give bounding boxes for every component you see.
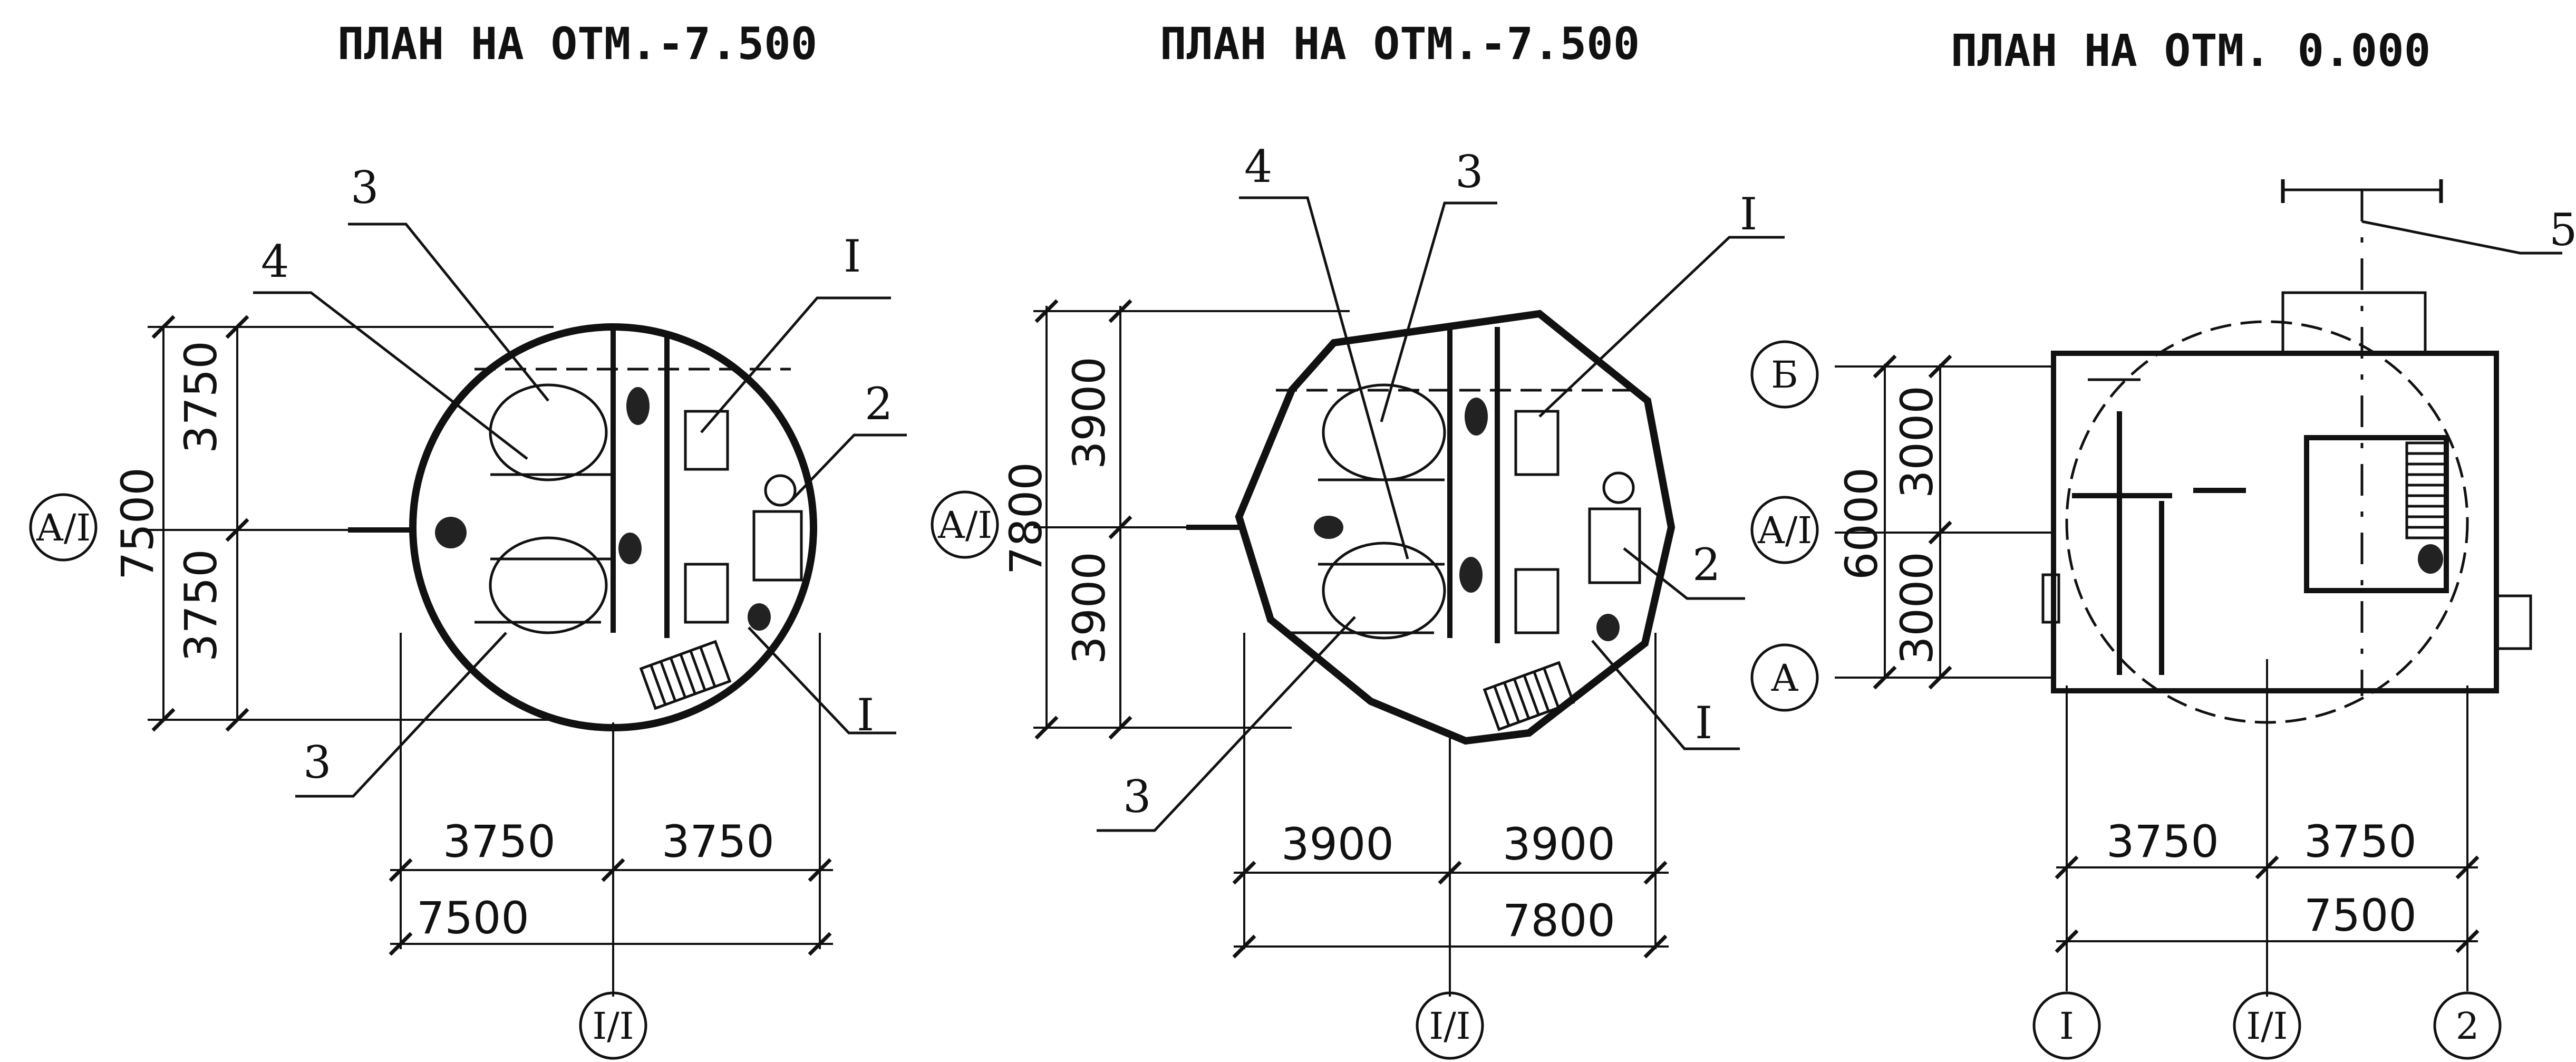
plan1-hatch — [626, 387, 650, 425]
plan2-stair — [1483, 661, 1575, 731]
plan2-tank-lower — [1322, 542, 1446, 640]
plan3-hatch — [2418, 544, 2443, 574]
plan1-tank-upper — [489, 383, 608, 481]
plan3-axis-bottom-1: I — [2059, 1005, 2074, 1048]
plan3-axis-bottom-3-bubble — [2433, 991, 2502, 1060]
plan2-axis-bottom: I/I — [1429, 1005, 1471, 1048]
plan1-dim-h-right: 3750 — [662, 816, 774, 867]
plan2-callout-3-top: 3 — [1455, 146, 1483, 198]
plan1-pump — [764, 474, 797, 507]
plan1-pump-base — [752, 510, 803, 582]
plan2-callout-3-bottom: 3 — [1123, 771, 1151, 823]
plan3-vestibule — [2281, 291, 2427, 353]
plan1-hatch — [748, 603, 771, 631]
plan1-callout-I-top: I — [844, 230, 861, 282]
plan3-dim-v-bottom: 3000 — [1891, 552, 1943, 664]
plan3-axis-top: Б — [1771, 353, 1798, 397]
plan3-stair — [2405, 441, 2448, 539]
plan1-stair — [639, 640, 732, 710]
plan1-equipment-upper — [684, 410, 729, 471]
plan3-dim-h-right: 3750 — [2304, 816, 2417, 867]
plan1-callout-4: 4 — [261, 236, 289, 287]
plan3-annex — [2496, 594, 2532, 650]
plan2-dim-v-bottom: 3900 — [1063, 552, 1115, 664]
plan1-hatch — [618, 533, 642, 564]
plan2-equipment-upper — [1514, 410, 1560, 476]
plan1-dim-v-top: 3750 — [175, 341, 227, 453]
plan3-axis-bottom-2-bubble — [2233, 991, 2301, 1060]
plan1-dim-v-total: 7500 — [112, 467, 163, 580]
plan2: 3900 3900 7800 А/I 3900 3900 7800 I/I 4 … — [931, 141, 1785, 1060]
plan3-title: ПЛАН НА ОТМ. 0.000 — [1951, 25, 2430, 76]
plan2-axis-left-bubble — [931, 490, 999, 559]
plan1: 3750 3750 7500 А/I 3750 3750 7500 I/I 3 … — [29, 162, 907, 1060]
plan3: 3000 3000 6000 Б А/I А 3750 3750 7500 I … — [1750, 179, 2576, 1060]
plan1-dim-h-total: 7500 — [417, 892, 529, 944]
plan1-equipment-lower — [684, 563, 729, 624]
plan1-callout-3-bottom: 3 — [303, 737, 331, 788]
plan2-callout-4: 4 — [1244, 141, 1272, 192]
plan1-callout-I-bottom: I — [857, 689, 874, 741]
plan1-axis-bottom-bubble — [579, 991, 647, 1060]
plan2-tank-upper — [1322, 383, 1446, 481]
plan2-dim-v-top: 3900 — [1063, 356, 1115, 469]
plan3-dim-h-left: 3750 — [2106, 816, 2219, 867]
plan2-shaft-wall — [1235, 310, 1676, 745]
plan2-hatch — [1459, 557, 1483, 593]
plan3-dim-v-total: 6000 — [1836, 467, 1887, 580]
plan1-axis-bottom: I/I — [593, 1005, 634, 1048]
plan2-hatch — [1314, 516, 1343, 539]
plan2-callout-I-top: I — [1740, 188, 1757, 240]
plan2-callout-I-bottom: I — [1695, 697, 1712, 749]
plan2-pump — [1602, 471, 1635, 504]
plan2-hatch — [1465, 398, 1488, 436]
plan2-axis-bottom-bubble — [1416, 991, 1484, 1060]
plan1-tank-lower — [489, 536, 608, 634]
plan2-dim-h-total: 7800 — [1503, 895, 1615, 947]
plan3-axis-bottom-2: I/I — [2246, 1005, 2288, 1048]
plan2-dim-v-total: 7800 — [1000, 462, 1052, 575]
plan3-dim-v-top: 3000 — [1891, 385, 1943, 498]
plan3-axis-low: А — [1770, 656, 1798, 700]
plan1-hatch — [435, 517, 467, 548]
plan2-axis-left: А/I — [937, 504, 992, 547]
plan1-title: ПЛАН НА ОТМ.-7.500 — [337, 18, 817, 70]
plan3-axis-mid-bubble — [1750, 496, 1819, 564]
plan1-axis-left-bubble — [29, 493, 98, 562]
plan1-dim-h-left: 3750 — [443, 816, 556, 867]
plan2-callout-2: 2 — [1692, 539, 1720, 591]
plan2-title: ПЛАН НА ОТМ.-7.500 — [1160, 18, 1640, 70]
plan3-dim-h-total: 7500 — [2304, 890, 2417, 941]
plan3-building-outline — [2051, 351, 2499, 693]
plan2-pump-base — [1588, 507, 1641, 584]
plan3-callout-5: 5 — [2549, 204, 2576, 256]
plan1-dim-v-bottom: 3750 — [175, 549, 227, 662]
plan3-axis-bottom-3: 2 — [2456, 1005, 2480, 1048]
plan2-dim-h-left: 3900 — [1281, 818, 1394, 870]
plan3-axis-mid: А/I — [1757, 509, 1812, 552]
plan3-axis-bottom-1-bubble — [2032, 991, 2101, 1060]
plan1-callout-3-top: 3 — [351, 162, 379, 214]
plan1-axis-left: А/I — [36, 506, 91, 549]
plan1-callout-2: 2 — [865, 378, 893, 430]
plan2-dim-h-right: 3900 — [1503, 818, 1615, 870]
plan3-door — [2041, 573, 2060, 624]
plan3-axis-low-bubble — [1750, 643, 1819, 712]
plan2-hatch — [1596, 614, 1620, 641]
plan2-equipment-lower — [1514, 568, 1560, 634]
plan3-axis-top-bubble — [1750, 340, 1819, 409]
